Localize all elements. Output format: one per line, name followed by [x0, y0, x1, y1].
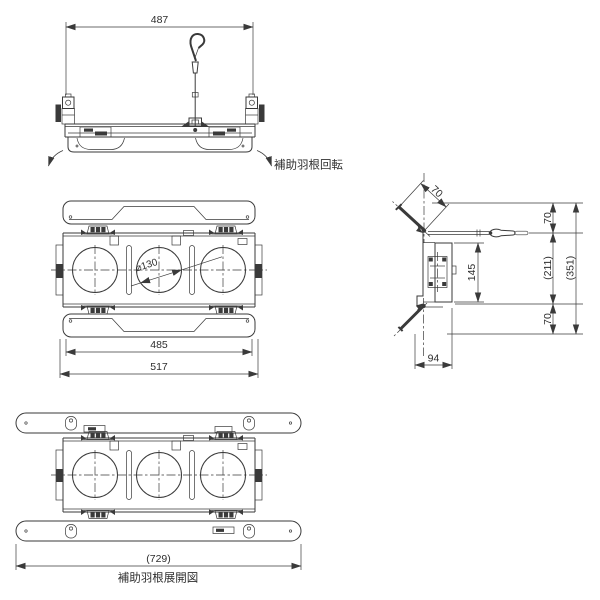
- expanded-bottom-blade: [15, 520, 302, 542]
- dim-blade-length: 70: [428, 183, 445, 200]
- bottom-view-body: [51, 435, 267, 513]
- expanded-view-caption: 補助羽根展開図: [118, 571, 199, 585]
- rotation-arrow-left: [48, 150, 64, 167]
- side-top-blade: 70: [392, 173, 450, 243]
- dim-depth: 94: [428, 353, 440, 365]
- front-bottom-blade: [62, 313, 256, 338]
- dim-top-offset: 70: [542, 212, 554, 224]
- front-top-blade: [62, 200, 256, 225]
- side-bottom-blade: [393, 298, 428, 356]
- side-view: 70 (211) 70 (351) 145 94: [392, 173, 583, 369]
- dim-bottom-offset: 70: [542, 313, 554, 325]
- rotation-arrow-right: [256, 150, 272, 167]
- dim-top-width: 487: [151, 14, 169, 26]
- top-view-housing: [64, 123, 256, 153]
- bottom-view: (729) 補助羽根展開図: [15, 412, 302, 585]
- side-rod-hook: [428, 228, 529, 238]
- dim-overall-width: 517: [150, 361, 168, 373]
- dim-expanded-width: (729): [146, 553, 171, 565]
- lens-diameter-dim: ⌀130: [130, 256, 223, 287]
- dim-overall-height: (351): [565, 256, 577, 281]
- dim-bracket-height: 145: [466, 264, 478, 282]
- dim-body-height: (211): [542, 256, 554, 280]
- rotation-note: 補助羽根回転: [274, 158, 343, 172]
- right-hanger-bracket: [245, 93, 265, 125]
- front-view: ⌀130 485 517: [51, 200, 267, 378]
- dim-inner-width: 485: [150, 339, 168, 351]
- left-hanger-bracket: [55, 93, 75, 125]
- hanger-hook-icon: [181, 32, 209, 132]
- top-view: 487: [48, 14, 343, 172]
- dim-lens-diameter: ⌀130: [134, 257, 159, 274]
- side-body: [416, 230, 457, 308]
- expanded-top-blade: [15, 412, 302, 434]
- front-body: [51, 230, 267, 308]
